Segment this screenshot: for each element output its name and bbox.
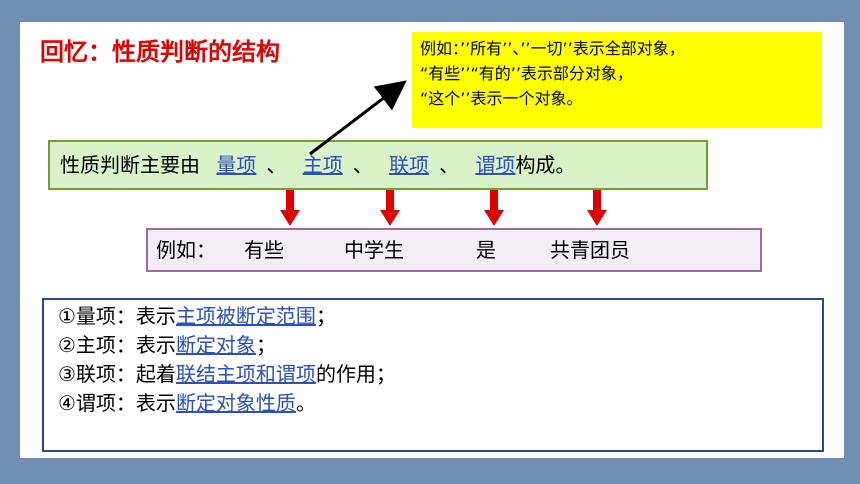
down-arrow [380,190,400,226]
note-line-1: 例如：’’所有’’、’’一切’’表示全部对象， [420,39,685,58]
term-separator: 、 [352,153,373,177]
example-sentence: 例如： 有些 中学生 是 共青团员 [146,228,762,272]
down-arrow [484,190,504,226]
example-note: 例如：’’所有’’、’’一切’’表示全部对象， “有些’’“有的’’表示部分对象… [412,32,822,128]
definition-item: ④谓项：表示断定对象性质。 [58,391,316,415]
example-word-subject: 中学生 [344,238,404,262]
slide: 回忆：性质判断的结构 例如：’’所有’’、’’一切’’表示全部对象， “有些’’… [20,22,844,458]
example-word-predicate: 共青团员 [550,238,630,262]
note-line-2: “有些’’“有的’’表示部分对象， [420,64,633,83]
structure-suffix: 构成。 [515,153,576,177]
definition-link[interactable]: 断定对象 [175,333,256,357]
page-title: 回忆：性质判断的结构 [40,38,280,66]
example-label: 例如： [156,238,216,262]
term-separator: 、 [439,153,460,177]
pointer-arrow [309,80,407,156]
definition-link[interactable]: 联结主项和谓项 [175,362,316,386]
definitions-box: ①量项：表示主项被断定范围； ②主项：表示断定对象； ③联项：起着联结主项和谓项… [42,298,824,452]
structure-prefix: 性质判断主要由 [60,153,200,177]
term-subject[interactable]: 主项 [302,153,343,177]
term-copula[interactable]: 联项 [389,153,430,177]
definition-item: ②主项：表示断定对象； [58,333,276,357]
down-arrow [280,190,300,226]
definition-item: ③联项：起着联结主项和谓项的作用； [58,362,396,386]
term-separator: 、 [266,153,287,177]
down-arrow [587,190,607,226]
definition-link[interactable]: 主项被断定范围 [175,304,316,328]
term-predicate[interactable]: 谓项 [475,153,516,177]
arrows-overlay [280,80,607,226]
example-word-quantifier: 有些 [244,238,284,262]
definition-link[interactable]: 断定对象性质 [175,391,296,415]
term-quantifier[interactable]: 量项 [216,153,257,177]
note-line-3: “这个’’表示一个对象。 [420,89,583,108]
example-word-copula: 是 [476,238,496,262]
structure-statement: 性质判断主要由 量项、 主项、 联项、 谓项构成。 [48,140,708,190]
definition-item: ①量项：表示主项被断定范围； [58,304,336,328]
